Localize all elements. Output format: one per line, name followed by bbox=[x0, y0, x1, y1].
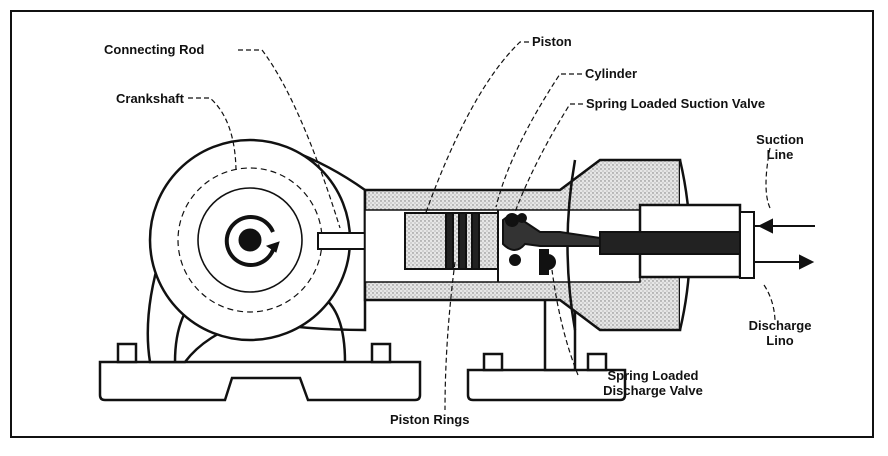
discharge-valve-label-2: Discharge Valve bbox=[603, 383, 703, 398]
leader-lines bbox=[188, 41, 776, 411]
flywheel bbox=[148, 138, 352, 342]
suction-line-label-1: Suction bbox=[756, 132, 804, 147]
suction-line-label: Suction Line bbox=[740, 132, 820, 162]
base-feet bbox=[98, 300, 627, 402]
suction-line-label-2: Line bbox=[766, 147, 794, 162]
crankshaft-label: Crankshaft bbox=[116, 91, 184, 106]
discharge-line-label: Discharge Lino bbox=[735, 318, 825, 348]
lines bbox=[599, 211, 815, 279]
cylinder-label: Cylinder bbox=[585, 66, 638, 81]
discharge-valve-label-1: Spring Loaded bbox=[607, 368, 699, 383]
discharge-line-label-2: Lino bbox=[766, 333, 794, 348]
piston-label: Piston bbox=[532, 34, 572, 49]
piston bbox=[404, 210, 499, 282]
valves bbox=[502, 213, 601, 275]
suction-valve-label: Spring Loaded Suction Valve bbox=[586, 96, 766, 111]
connecting-rod-label: Connecting Rod bbox=[104, 42, 205, 57]
diagram-frame bbox=[10, 10, 874, 438]
piston-rings-label: Piston Rings bbox=[390, 412, 470, 427]
discharge-valve-label: Spring Loaded Discharge Valve bbox=[578, 368, 728, 398]
discharge-line-label-1: Discharge bbox=[748, 318, 812, 333]
